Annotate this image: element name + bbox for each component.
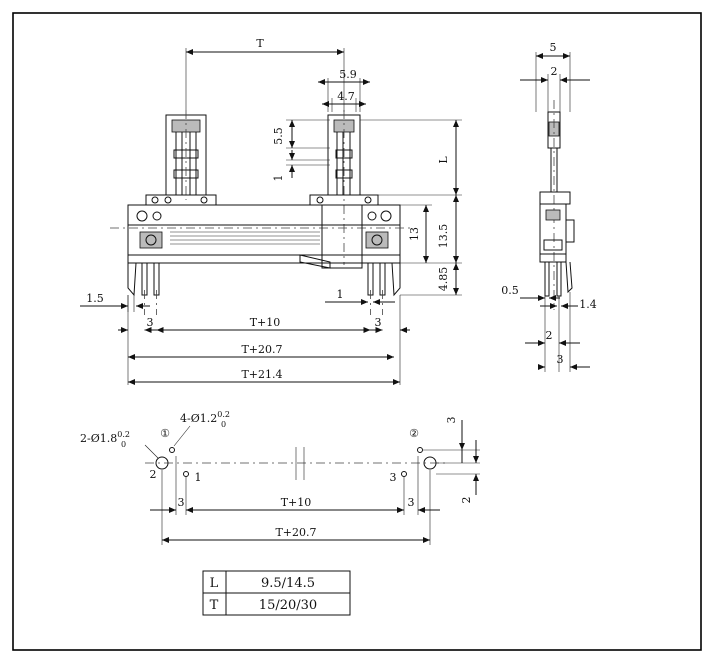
- pcb-dim-T-plus-20-7: T+20.7: [275, 526, 316, 539]
- dim-T-plus-21-4: T+21.4: [241, 368, 282, 381]
- dim-5-5: 5.5: [272, 127, 285, 145]
- hole-left-pin1: [183, 471, 189, 477]
- pin-2-label: 2: [150, 468, 157, 481]
- dim-T-plus-10: T+10: [250, 316, 281, 329]
- table-row-T-value: 15/20/30: [259, 598, 317, 613]
- front-view: T 5.9 4.7 5.5 1 L 13 13.5: [80, 37, 462, 385]
- dim-3-right: 3: [375, 316, 382, 329]
- dim-1-top: 1: [272, 175, 285, 182]
- drawing-frame: [12, 12, 702, 651]
- dim-T: T: [256, 37, 264, 50]
- marker-right: ②: [409, 427, 419, 440]
- pin-3-label: 3: [390, 471, 397, 484]
- dim-13: 13: [408, 227, 421, 241]
- side-dim-2-top: 2: [551, 65, 558, 78]
- table-row-L-value: 9.5/14.5: [261, 576, 315, 591]
- side-dim-5: 5: [550, 41, 557, 54]
- dim-1-mid: 1: [337, 288, 344, 301]
- pcb-dim-3-left: 3: [178, 496, 185, 509]
- hole-left-small: [169, 447, 175, 453]
- side-view: 5 2 0.5 1.4 2 3: [501, 41, 597, 372]
- pcb-dim-2-vertical: 2: [460, 497, 473, 504]
- spec-table: L 9.5/14.5 T 15/20/30: [202, 570, 351, 616]
- hole-right-pin3: [401, 471, 407, 477]
- side-dim-2-bottom: 2: [546, 329, 553, 342]
- table-row-T-key: T: [210, 598, 219, 613]
- left-pins: [127, 262, 160, 315]
- hole-right-small: [417, 447, 423, 453]
- pcb-dim-3-vertical: 3: [445, 417, 458, 424]
- dim-1-5: 1.5: [86, 292, 104, 305]
- right-lever: [327, 110, 361, 265]
- dim-T-plus-20-7: T+20.7: [241, 343, 282, 356]
- slider-body: [127, 204, 401, 256]
- dim-3-left: 3: [147, 316, 154, 329]
- dim-4-7: 4.7: [337, 90, 355, 103]
- side-dim-3: 3: [557, 353, 564, 366]
- dim-L: L: [437, 156, 450, 164]
- pcb-dim-T-plus-10: T+10: [281, 496, 312, 509]
- dim-4-85: 4.85: [437, 267, 450, 292]
- dim-5-9: 5.9: [339, 68, 357, 81]
- right-pins: [367, 262, 401, 315]
- hole-left-large: [155, 456, 169, 470]
- left-lever: [165, 110, 207, 200]
- dim-13-5: 13.5: [437, 224, 450, 249]
- pcb-dim-3-right: 3: [408, 496, 415, 509]
- table-row-L-key: L: [210, 576, 219, 591]
- pin-1-label: 1: [195, 471, 202, 484]
- side-dim-1-4: 1.4: [579, 298, 597, 311]
- marker-left: ①: [160, 427, 170, 440]
- side-dim-0-5: 0.5: [501, 284, 519, 297]
